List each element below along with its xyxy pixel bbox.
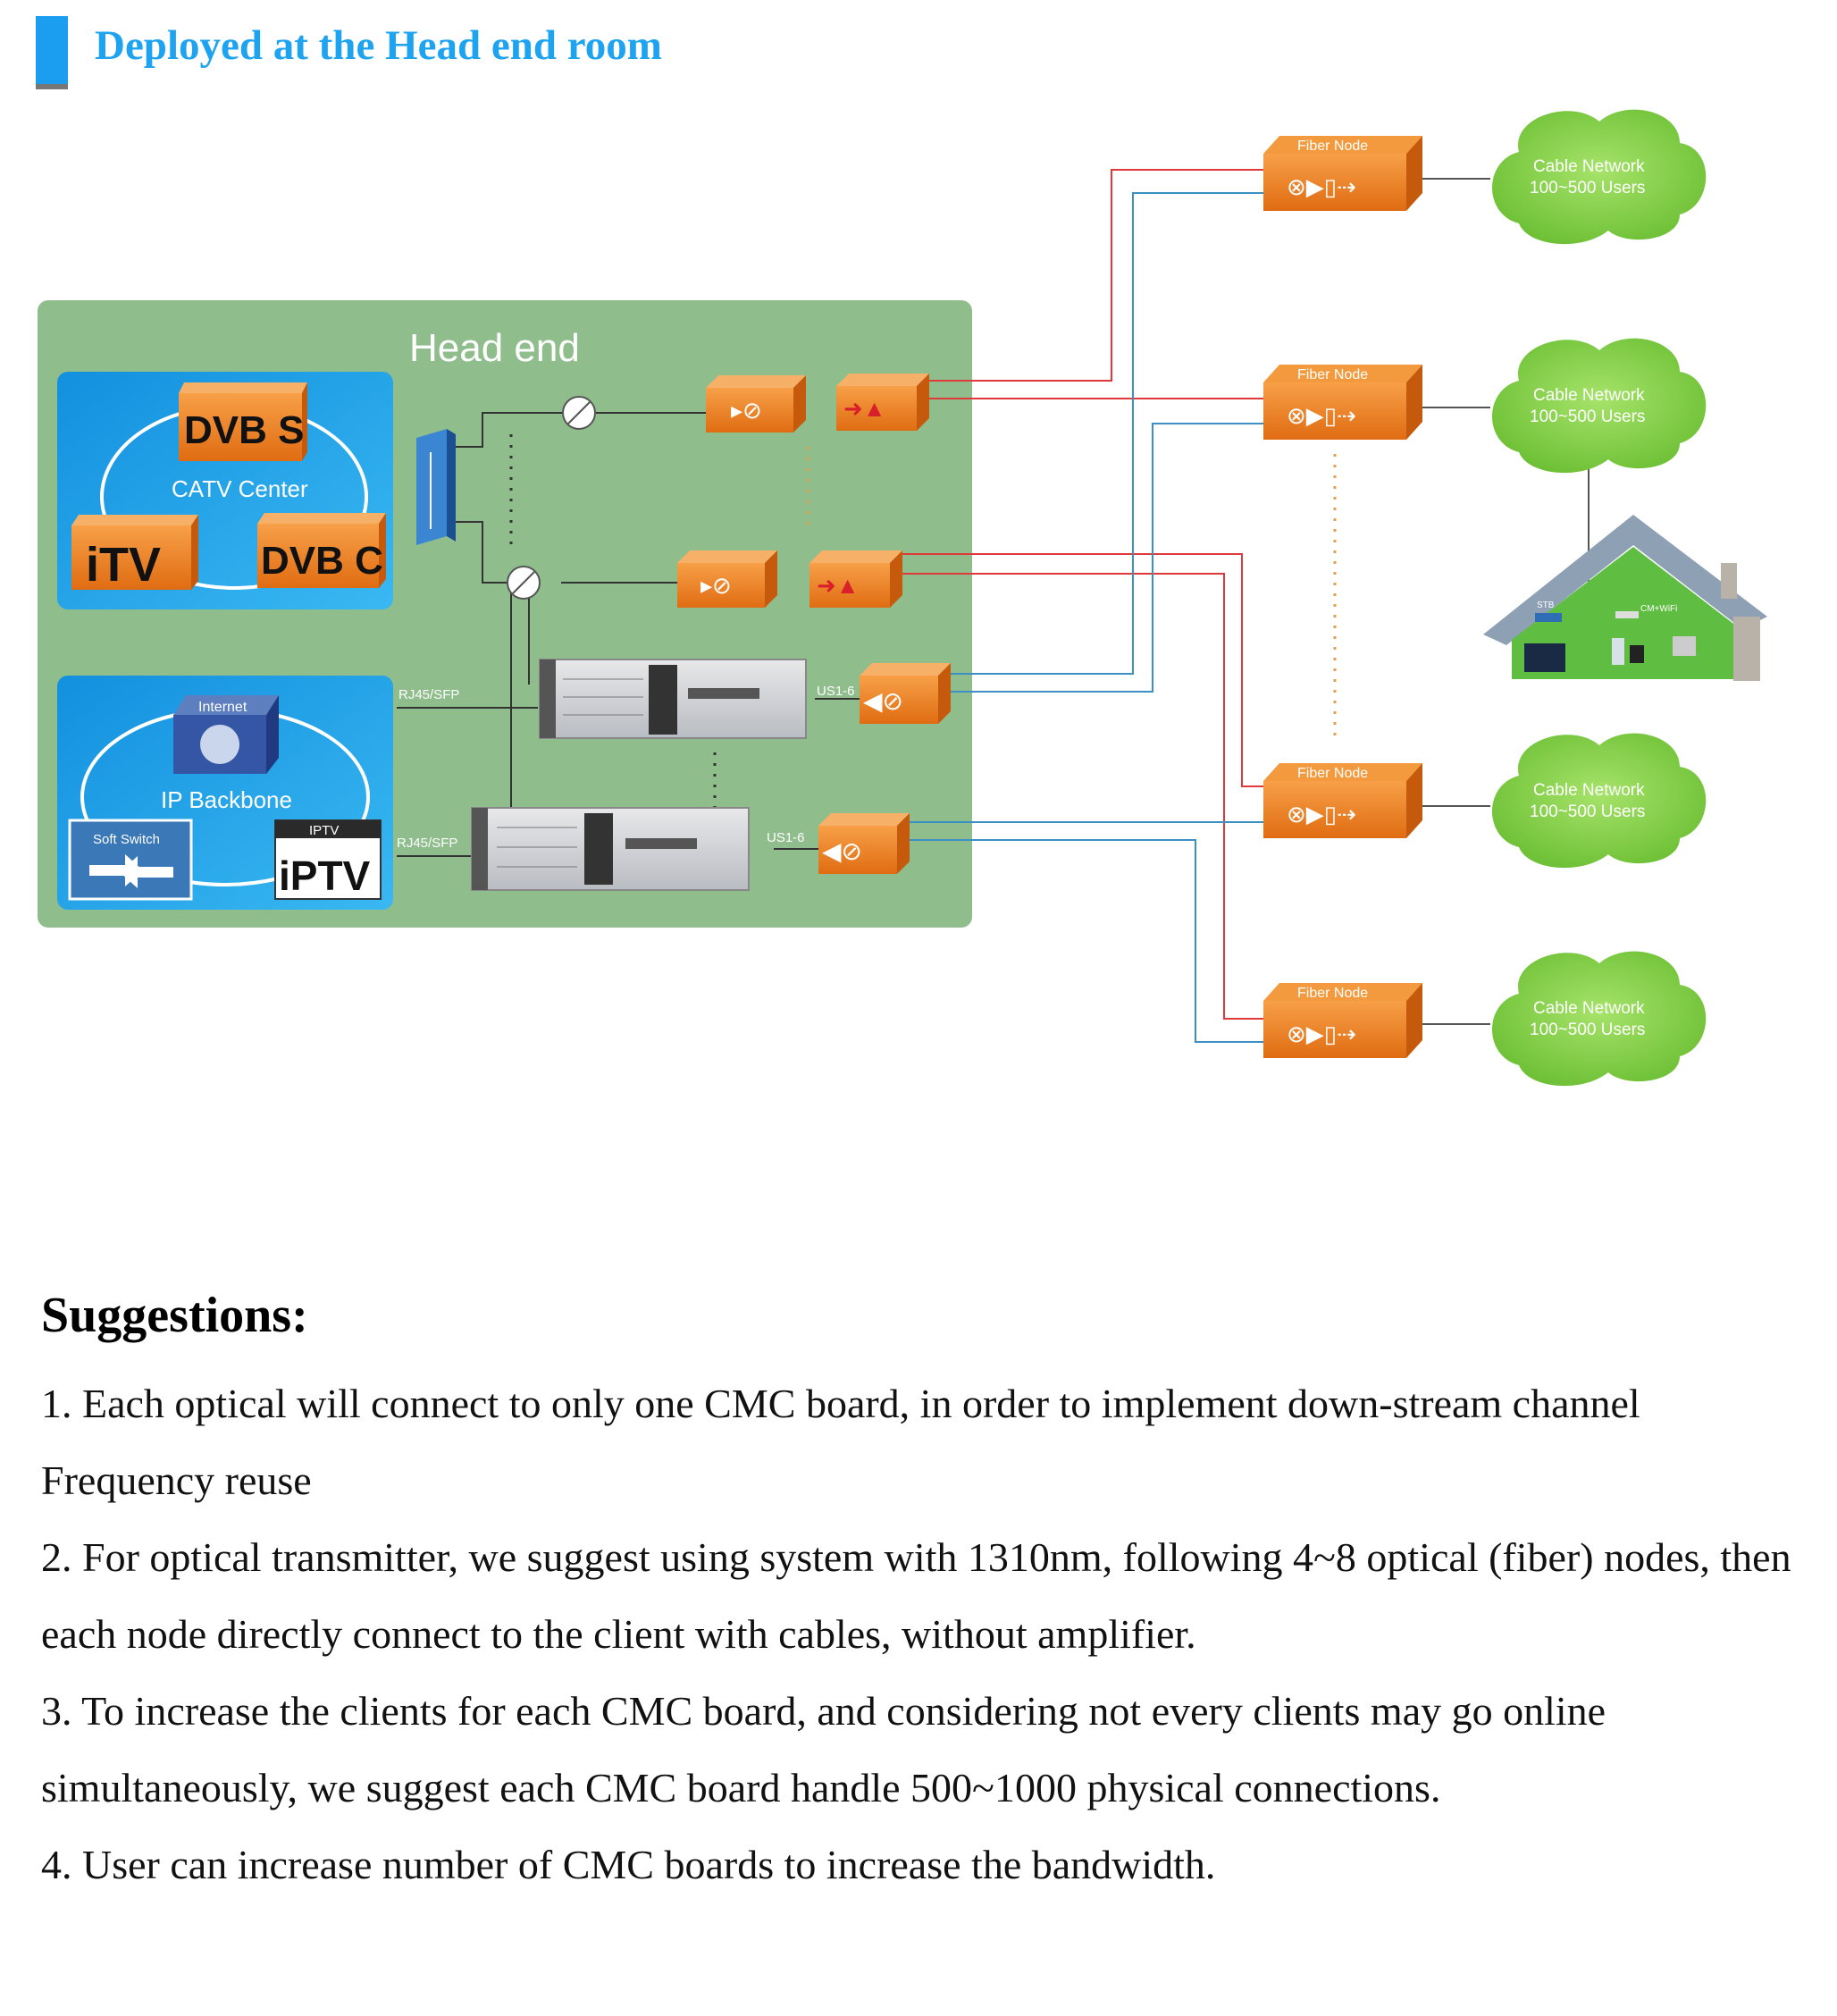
itv-logo: iTV (71, 515, 198, 592)
suggestion-item: 2. For optical transmitter, we suggest u… (41, 1534, 1791, 1657)
optical-amplifier-2: ➜▲ (809, 550, 902, 608)
suggestion-item: 4. User can increase number of CMC board… (41, 1842, 1216, 1887)
network-switch (416, 429, 456, 545)
cable-network-cloud-2: Cable Network 100~500 Users (1492, 338, 1707, 474)
suggestions-title: Suggestions: (41, 1288, 308, 1343)
header-accent-bar (36, 16, 68, 89)
cmwifi-label: CM+WiFi (1640, 604, 1677, 614)
svg-text:Internet: Internet (198, 700, 247, 715)
svg-text:Fiber Node: Fiber Node (1297, 367, 1368, 382)
svg-text:⊗▶▯⇢: ⊗▶▯⇢ (1287, 402, 1356, 429)
svg-text:◀⊘: ◀⊘ (863, 687, 903, 715)
svg-text:DVB C: DVB C (261, 539, 383, 583)
catv-center-label: CATV Center (172, 475, 308, 502)
svg-text:iPTV: iPTV (279, 853, 371, 899)
optical-receiver-1: ◀⊘ (860, 663, 951, 724)
cmc-rack-1 (539, 659, 807, 739)
svg-text:Fiber Node: Fiber Node (1297, 139, 1368, 154)
svg-text:◀⊘: ◀⊘ (822, 837, 862, 865)
rj45-label-1: RJ45/SFP (398, 687, 459, 702)
suggestions-list: 1. Each optical will connect to only one… (41, 1365, 1810, 1903)
cable-network-cloud-4: Cable Network 100~500 Users (1492, 951, 1707, 1087)
dvbs-logo: DVB S (179, 382, 307, 461)
optical-receiver-2: ◀⊘ (818, 813, 910, 874)
network-diagram: Head end CATV Center DVB S iTV DVB C (38, 109, 1767, 1087)
upstream-fiber-lines (910, 192, 1263, 1043)
cmc-rack-2 (471, 807, 750, 891)
svg-text:Fiber Node: Fiber Node (1297, 766, 1368, 781)
stb-label: STB (1537, 601, 1555, 610)
svg-text:Cable Network: Cable Network (1533, 781, 1645, 800)
svg-text:▸⊘: ▸⊘ (700, 572, 732, 599)
svg-text:Cable Network: Cable Network (1533, 386, 1645, 405)
optical-amplifier-1: ➜▲ (836, 374, 929, 431)
optical-transmitter-1: ▸⊘ (706, 375, 806, 433)
catv-center-group: CATV Center DVB S iTV DVB C (57, 372, 393, 609)
section-title: Deployed at the Head end room (95, 22, 662, 69)
suggestion-item: 3. To increase the clients for each CMC … (41, 1688, 1606, 1810)
internal-wiring (397, 412, 865, 857)
svg-text:100~500 Users: 100~500 Users (1530, 407, 1645, 426)
svg-text:Fiber Node: Fiber Node (1297, 986, 1368, 1001)
svg-text:➜▲: ➜▲ (843, 395, 886, 422)
us-label-2: US1-6 (767, 830, 805, 845)
internet-icon: Internet (173, 695, 279, 774)
fiber-node-2: Fiber Node ⊗▶▯⇢ (1263, 365, 1422, 440)
svg-text:⊗▶▯⇢: ⊗▶▯⇢ (1287, 801, 1356, 827)
suggestion-item: 1. Each optical will connect to only one… (41, 1381, 1640, 1503)
ip-backbone-label: IP Backbone (161, 786, 292, 813)
dvbc-logo: DVB C (257, 513, 386, 588)
svg-text:IPTV: IPTV (309, 823, 339, 838)
downstream-fiber-lines (902, 169, 1263, 1020)
us-label-1: US1-6 (817, 684, 855, 699)
svg-text:➜▲: ➜▲ (817, 572, 860, 599)
svg-text:Cable Network: Cable Network (1533, 157, 1645, 176)
headend-label: Head end (409, 326, 580, 370)
cable-network-cloud-3: Cable Network 100~500 Users (1492, 733, 1707, 869)
svg-text:100~500 Users: 100~500 Users (1530, 179, 1645, 197)
cable-network-cloud-1: Cable Network 100~500 Users (1492, 109, 1707, 245)
svg-text:▸⊘: ▸⊘ (731, 397, 762, 424)
svg-text:⊗▶▯⇢: ⊗▶▯⇢ (1287, 173, 1356, 200)
svg-text:iTV: iTV (86, 538, 161, 592)
fiber-node-4: Fiber Node ⊗▶▯⇢ (1263, 983, 1422, 1058)
svg-text:DVB S: DVB S (184, 408, 304, 452)
iptv-logo: IPTV iPTV (274, 819, 382, 900)
rj45-label-2: RJ45/SFP (397, 836, 457, 851)
soft-switch-icon: Soft Switch (68, 819, 193, 901)
svg-text:Cable Network: Cable Network (1533, 999, 1645, 1018)
subscriber-house: STB CM+WiFi (1483, 515, 1767, 681)
svg-text:100~500 Users: 100~500 Users (1530, 1021, 1645, 1039)
fiber-node-1: Fiber Node ⊗▶▯⇢ (1263, 136, 1422, 211)
ip-backbone-group: IP Backbone Internet Soft Switch IPTV iP… (57, 676, 393, 910)
svg-text:⊗▶▯⇢: ⊗▶▯⇢ (1287, 1021, 1356, 1047)
svg-text:100~500 Users: 100~500 Users (1530, 802, 1645, 821)
fiber-node-3: Fiber Node ⊗▶▯⇢ (1263, 763, 1422, 838)
svg-text:Soft Switch: Soft Switch (93, 832, 160, 847)
optical-transmitter-2: ▸⊘ (677, 550, 777, 608)
